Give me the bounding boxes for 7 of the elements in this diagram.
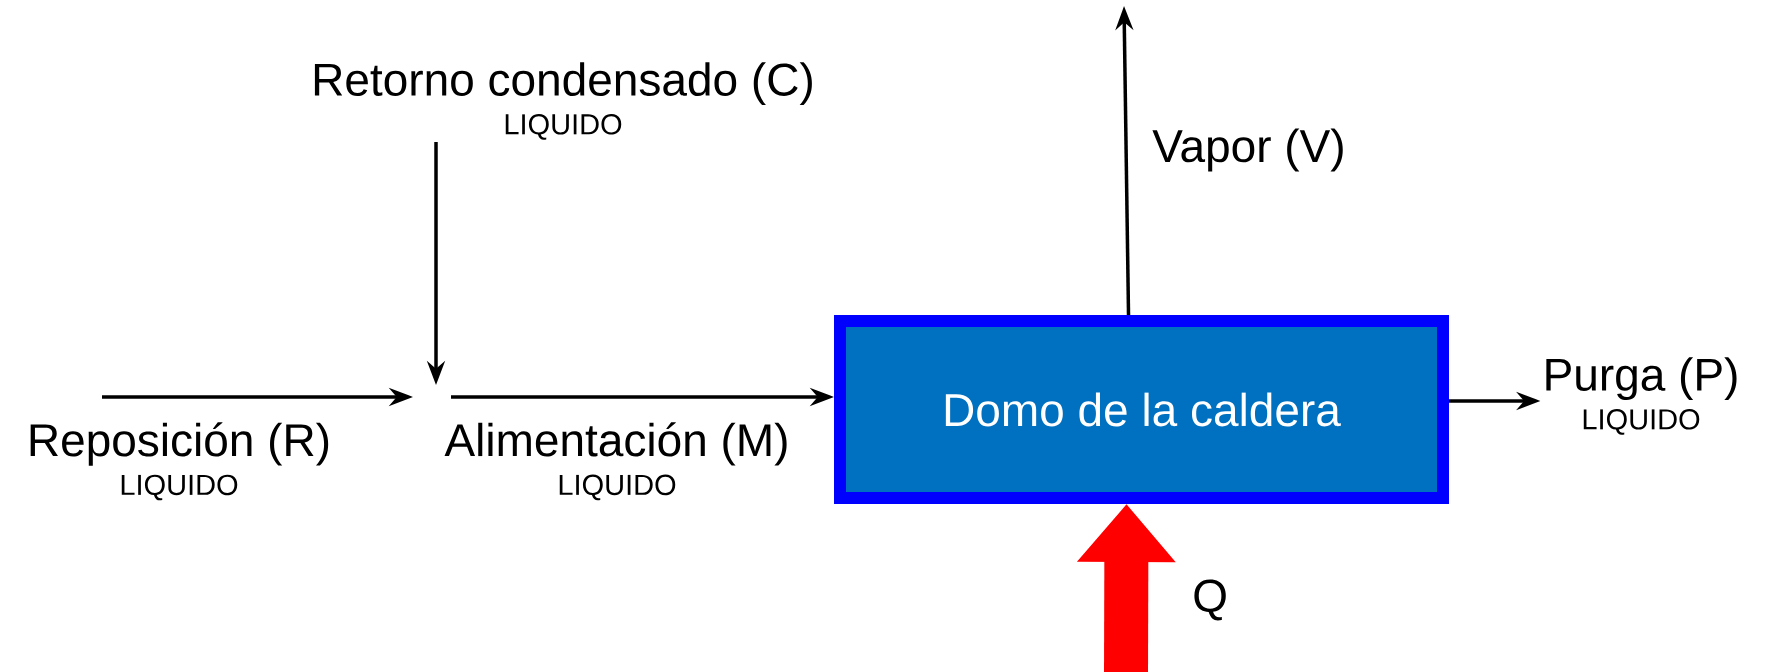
stream-label: Reposición (R) LIQUIDO bbox=[30, 422, 329, 501]
stream-label: Retorno condensado (C) LIQUIDO bbox=[314, 62, 812, 140]
stream-label: Alimentación (M) LIQUIDO bbox=[444, 422, 787, 501]
stream-label: Purga (P) LIQUIDO bbox=[1546, 357, 1737, 435]
edge-label: Vapor (V) bbox=[1152, 128, 1343, 172]
process-box: Domo de la caldera bbox=[834, 315, 1449, 504]
edge-label: Q bbox=[1194, 579, 1226, 621]
